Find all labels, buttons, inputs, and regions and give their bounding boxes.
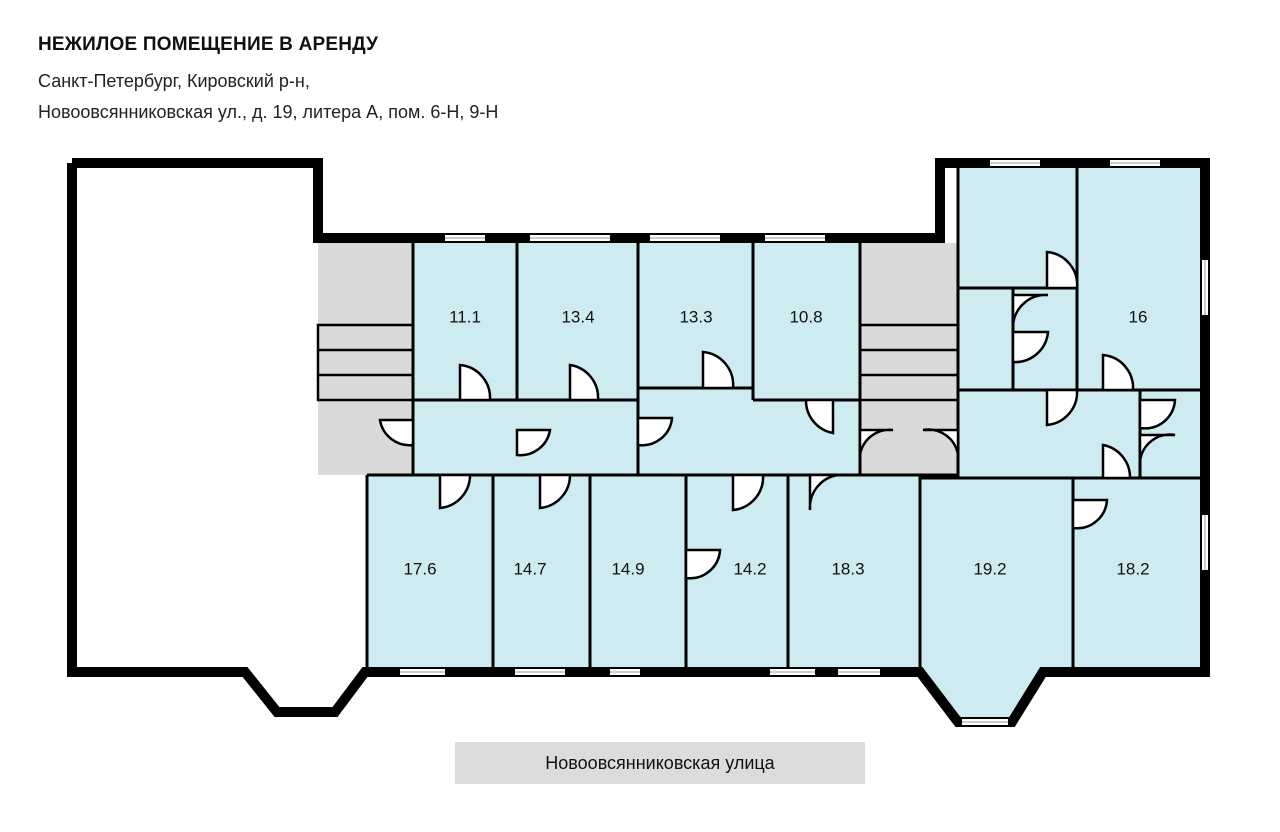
room-fills — [318, 168, 1203, 718]
room-fill-east-block — [958, 168, 1203, 478]
room-label-19-2: 19.2 — [973, 559, 1006, 578]
room-label-14-2: 14.2 — [733, 559, 766, 578]
room-label-14-9: 14.9 — [611, 559, 644, 578]
room-label-13-4: 13.4 — [561, 307, 594, 326]
doors — [378, 250, 1177, 580]
room-label-16: 16 — [1129, 307, 1148, 326]
room-labels: 11.1 13.4 13.3 10.8 16 17.6 14.7 14.9 14… — [403, 307, 1149, 578]
outer-walls — [67, 158, 1210, 727]
room-label-18-3: 18.3 — [831, 559, 864, 578]
stair-east-steps-box — [858, 323, 960, 402]
room-label-14-7: 14.7 — [513, 559, 546, 578]
room-label-13-3: 13.3 — [679, 307, 712, 326]
room-label-10-8: 10.8 — [789, 307, 822, 326]
windows — [400, 160, 1208, 725]
header: НЕЖИЛОЕ ПОМЕЩЕНИЕ В АРЕНДУ Санкт-Петербу… — [38, 30, 498, 128]
address-line-1: Санкт-Петербург, Кировский р-н, — [38, 71, 310, 91]
stairs — [316, 323, 960, 402]
stair-east-fill — [860, 243, 958, 475]
room-label-11-1: 11.1 — [449, 307, 481, 326]
room-label-18-2: 18.2 — [1116, 559, 1149, 578]
room-label-17-6: 17.6 — [403, 559, 436, 578]
address-line-2: Новоовсянниковская ул., д. 19, литера А,… — [38, 102, 499, 122]
room-fill-19-2 — [920, 475, 1073, 718]
listing-title: НЕЖИЛОЕ ПОМЕЩЕНИЕ В АРЕНДУ — [38, 34, 379, 55]
street-label: Новоовсянниковская улица — [455, 742, 865, 784]
stair-west-steps-box — [316, 323, 415, 402]
room-fill-south-row — [367, 475, 920, 667]
